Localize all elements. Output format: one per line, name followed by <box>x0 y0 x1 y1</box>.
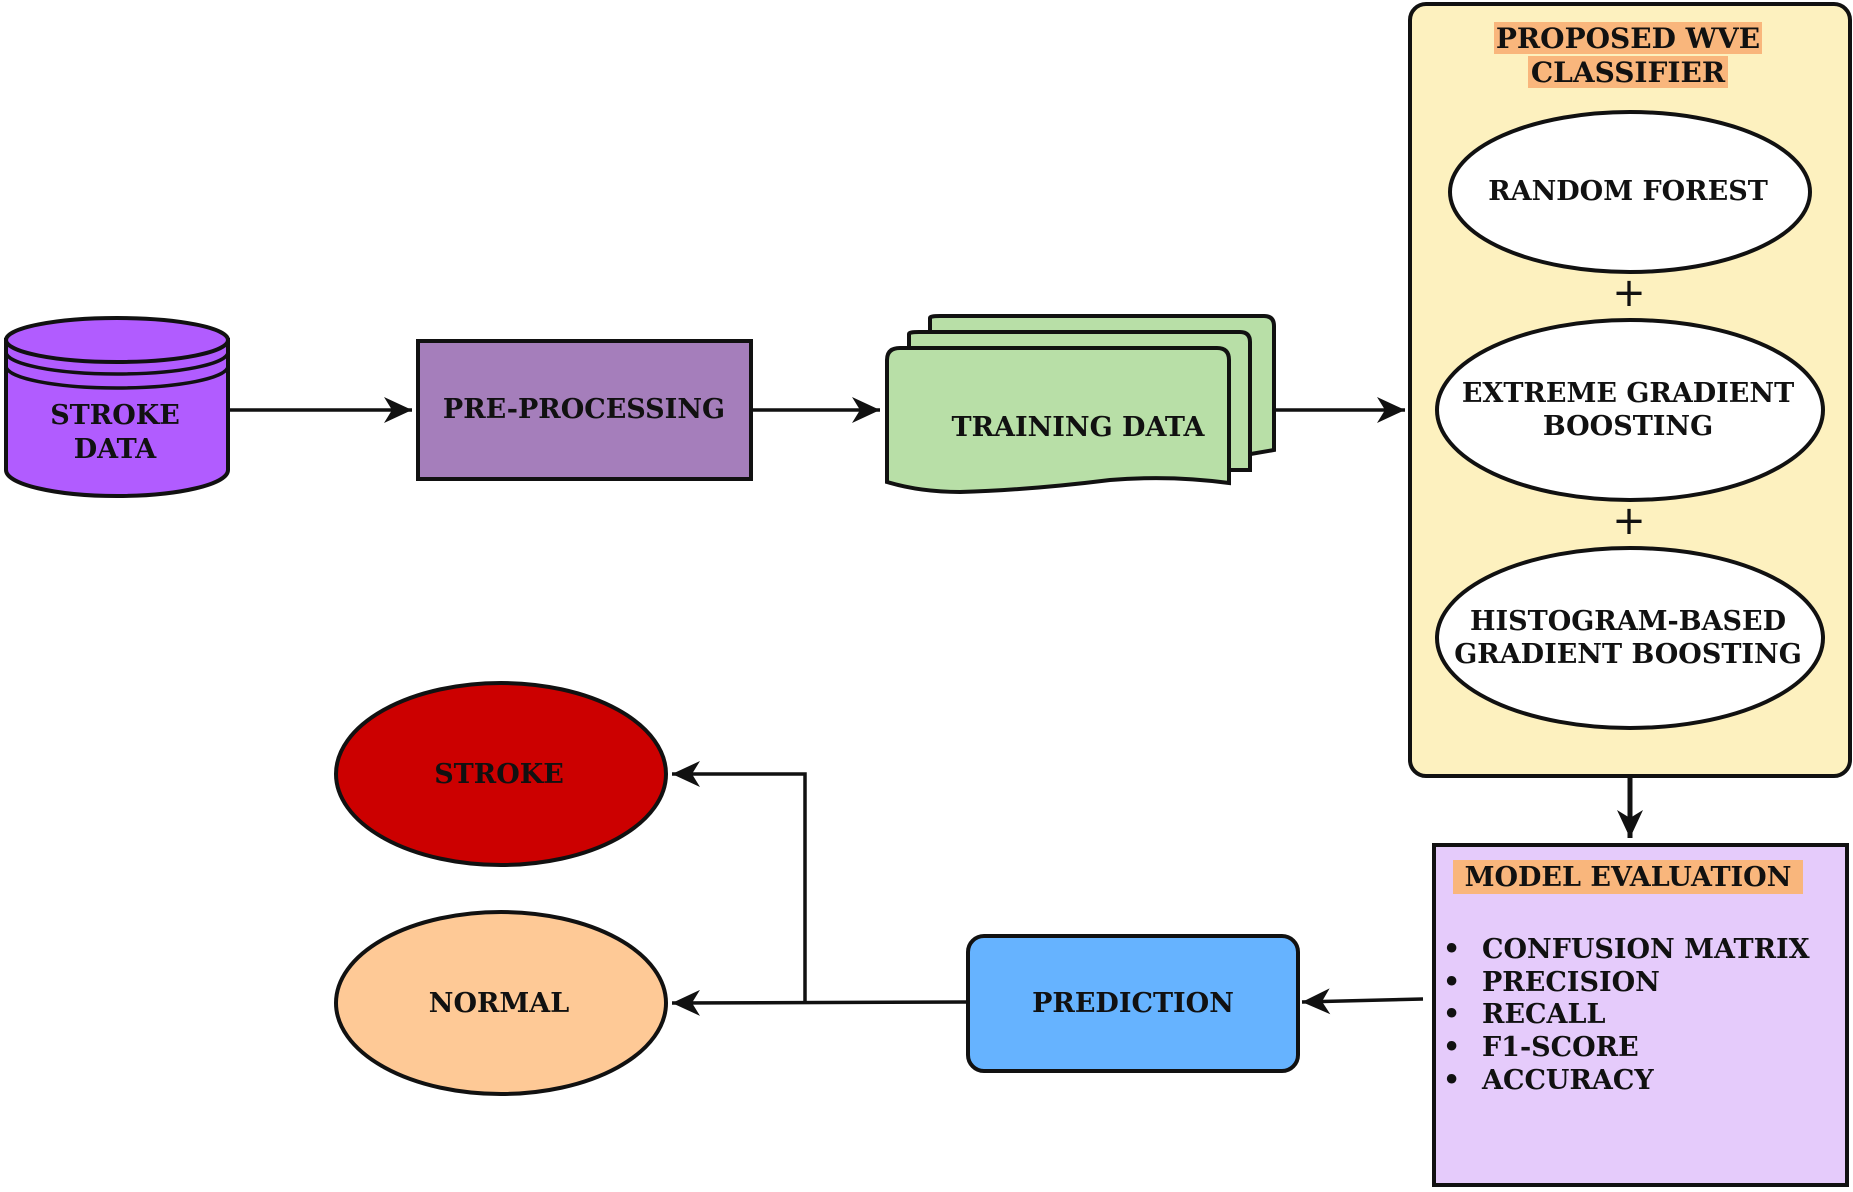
plus-sign-1: + <box>1612 270 1646 316</box>
metric-bullet: • <box>1443 1032 1460 1063</box>
metric-item: ACCURACY <box>1481 1065 1654 1096</box>
metric-bullet: • <box>1443 999 1460 1030</box>
outcome-stroke-node: STROKE <box>334 681 668 867</box>
model-evaluation-title: MODEL EVALUATION <box>1465 862 1792 893</box>
stroke-data-cylinder-ring-1 <box>4 351 230 376</box>
metric-item: CONFUSION MATRIX <box>1482 934 1810 965</box>
model-xgb-label-line2: BOOSTING <box>1543 411 1713 442</box>
wve-classifier-panel: PROPOSED WVE CLASSIFIER RANDOM FOREST + … <box>1408 2 1852 778</box>
connectors <box>228 397 1643 1016</box>
model-evaluation-title-highlight <box>1453 860 1803 894</box>
wve-title-highlight-2 <box>1528 56 1728 88</box>
wve-title-line2: CLASSIFIER <box>1531 56 1726 89</box>
training-data-label: TRAINING DATA <box>951 412 1205 443</box>
pre-processing-box <box>416 339 753 481</box>
arrow-branch-to-stroke <box>672 761 807 1002</box>
model-random-forest-label: RANDOM FOREST <box>1488 176 1768 207</box>
prediction-label: PREDICTION <box>1032 988 1234 1019</box>
stroke-data-node: STROKE DATA <box>4 316 230 498</box>
metric-bullet: • <box>1443 1065 1460 1096</box>
metrics-list: • CONFUSION MATRIX • PRECISION • RECALL … <box>1443 934 1810 1096</box>
model-evaluation-node: MODEL EVALUATION • CONFUSION MATRIX • PR… <box>1432 843 1849 1187</box>
stroke-data-cylinder-top <box>4 316 230 364</box>
plus-sign-2: + <box>1612 498 1646 544</box>
arrow-prediction-to-normal <box>671 989 969 1016</box>
outcome-normal-node: NORMAL <box>334 910 668 1096</box>
metric-item: F1-SCORE <box>1482 1032 1639 1063</box>
outcome-stroke-ellipse <box>334 681 668 867</box>
outcome-normal-ellipse <box>334 910 668 1096</box>
model-evaluation-box <box>1432 843 1849 1187</box>
model-extreme-gradient-boosting <box>1435 318 1825 502</box>
metric-item: RECALL <box>1482 999 1605 1030</box>
model-hgb-label-line1: HISTOGRAM-BASED <box>1470 606 1786 637</box>
wve-title-highlight-1 <box>1494 22 1762 54</box>
pre-processing-label: PRE-PROCESSING <box>443 394 725 425</box>
outcome-normal-label: NORMAL <box>429 988 569 1019</box>
wve-title-line1: PROPOSED WVE <box>1496 22 1760 55</box>
training-data-doc-front <box>885 346 1231 495</box>
model-random-forest <box>1448 110 1812 274</box>
stroke-data-label-line1: STROKE <box>50 400 180 431</box>
training-data-node: TRAINING DATA <box>885 314 1276 495</box>
arrow-evaluation-to-prediction <box>1301 988 1424 1015</box>
stroke-data-cylinder-ring-2 <box>4 365 230 390</box>
metric-bullet: • <box>1443 934 1460 965</box>
stroke-data-cylinder <box>4 338 230 498</box>
pre-processing-node: PRE-PROCESSING <box>416 339 753 481</box>
prediction-box <box>966 934 1300 1073</box>
metric-bullet: • <box>1443 967 1460 998</box>
model-hgb-label-line2: GRADIENT BOOSTING <box>1454 639 1802 670</box>
metric-item: PRECISION <box>1482 967 1660 998</box>
model-xgb-label-line1: EXTREME GRADIENT <box>1462 378 1794 409</box>
model-histogram-gradient-boosting <box>1435 546 1825 730</box>
stroke-data-label-line2: DATA <box>74 434 158 465</box>
prediction-node: PREDICTION <box>966 934 1300 1073</box>
outcome-stroke-label: STROKE <box>434 759 564 790</box>
